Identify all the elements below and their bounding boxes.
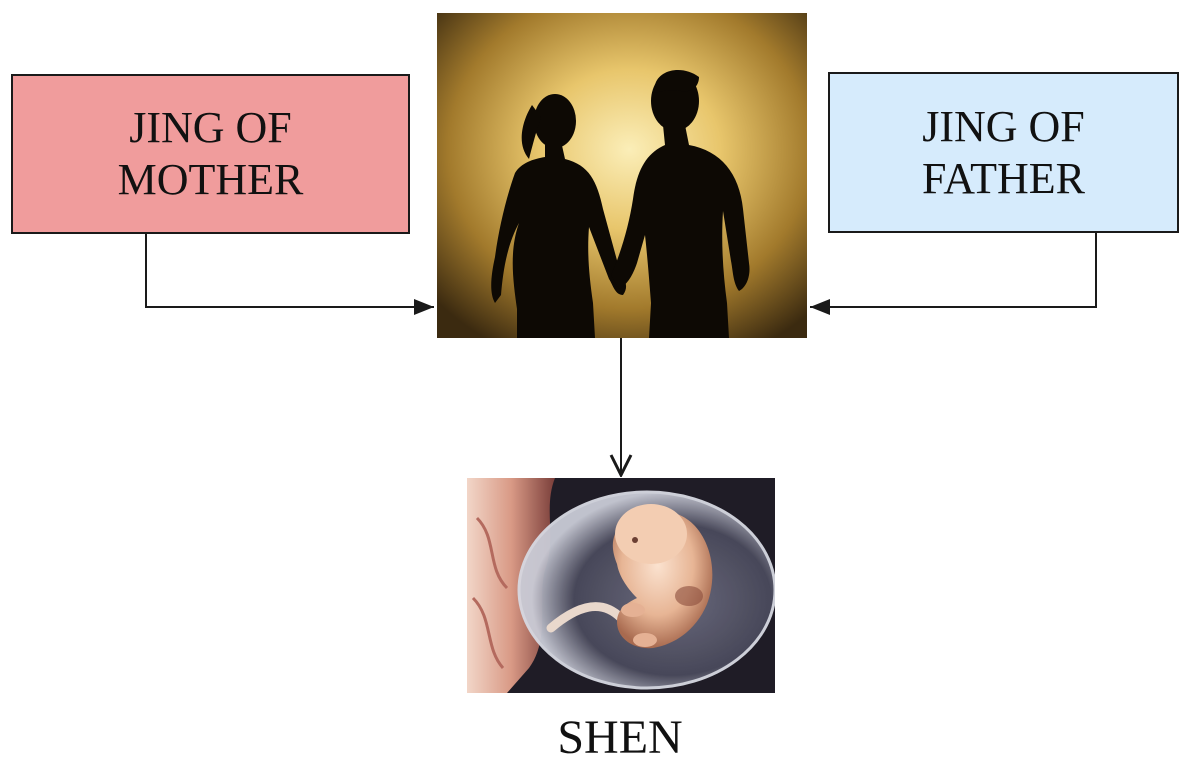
mother-to-couple-arrow bbox=[146, 234, 434, 307]
shen-label: SHEN bbox=[470, 712, 770, 764]
father-to-couple-arrow bbox=[810, 233, 1096, 307]
